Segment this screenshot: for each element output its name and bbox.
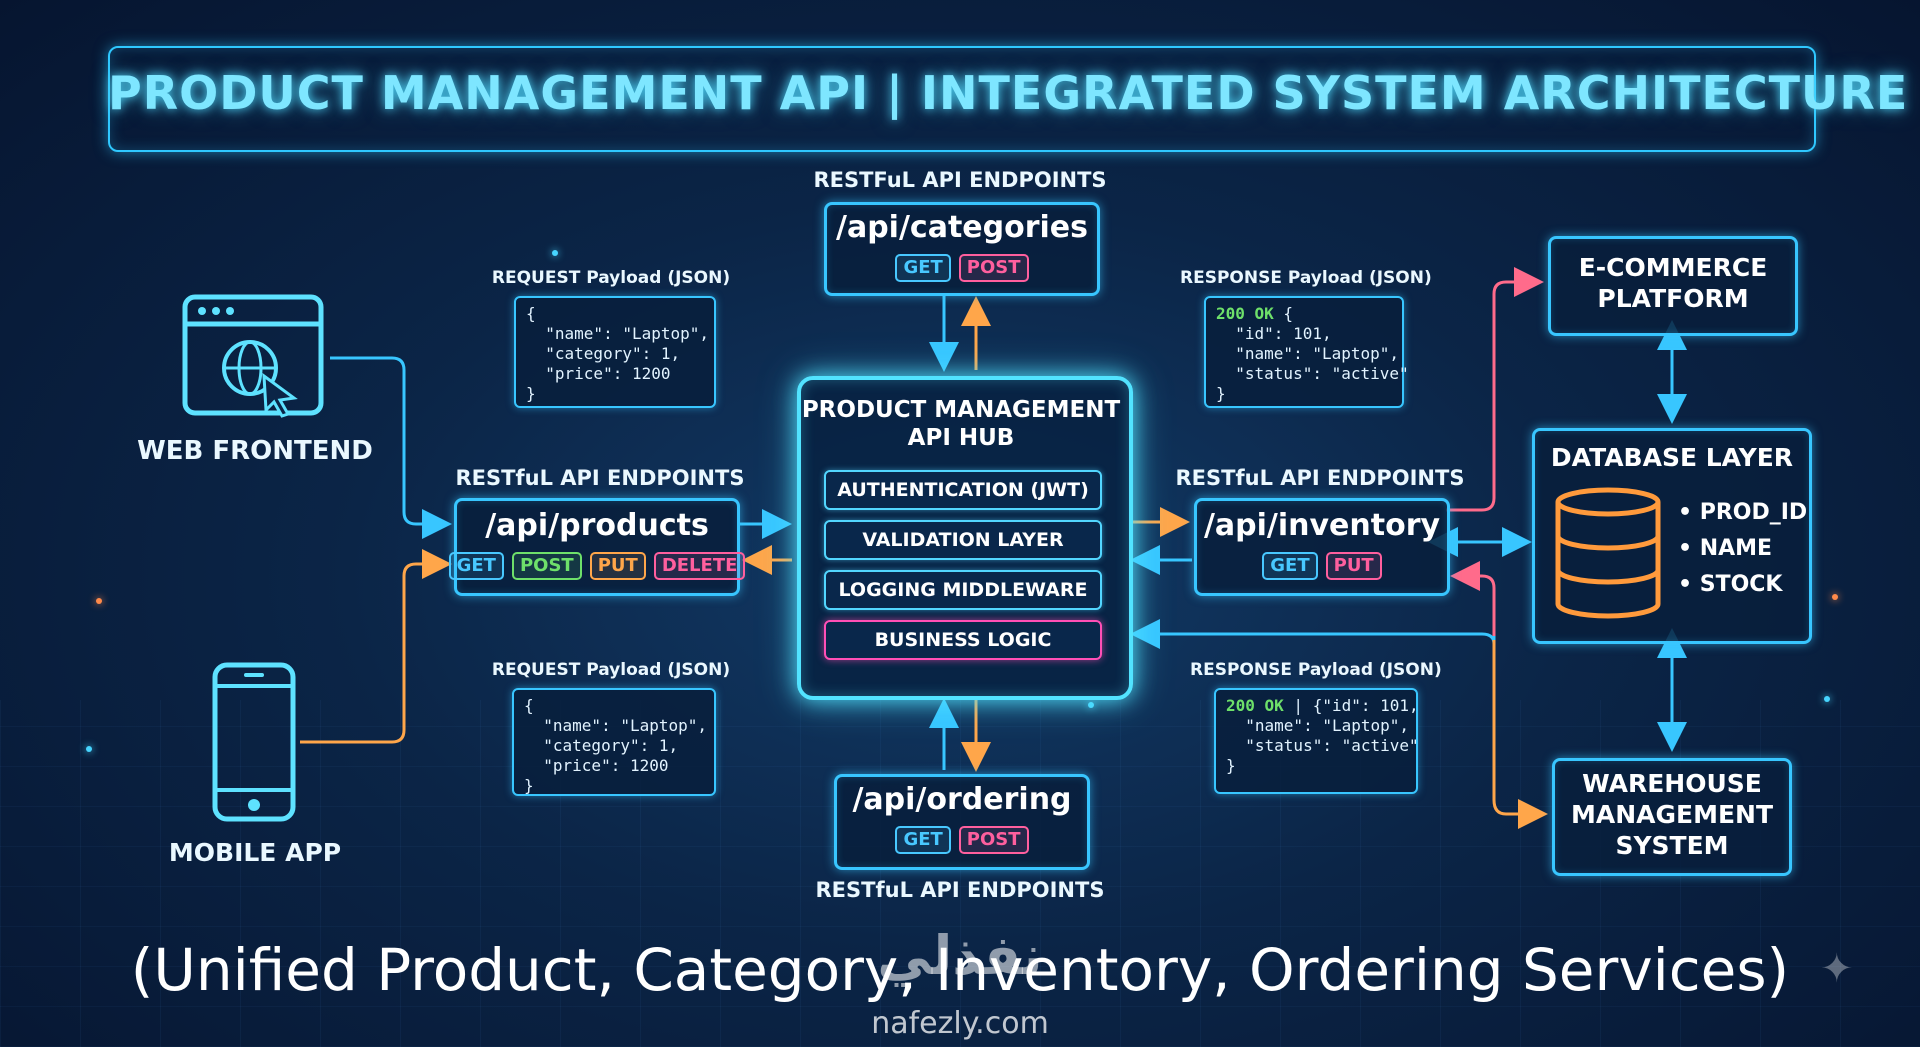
json-line: "status": "active" <box>1226 736 1419 755</box>
json-line: "name": "Laptop", <box>524 716 708 735</box>
endpoint-path: /api/categories <box>836 210 1088 245</box>
request-payload-label: REQUEST Payload (JSON) <box>491 268 731 288</box>
method-badges: GET POST <box>834 826 1090 854</box>
endpoint-ordering[interactable] <box>834 774 1090 870</box>
db-field: • PROD_ID <box>1678 500 1808 525</box>
db-field: • NAME <box>1678 536 1773 561</box>
glow-particle <box>1088 702 1094 708</box>
endpoints-heading: RESTfuL API ENDPOINTS <box>1175 466 1465 490</box>
endpoint-path: /api/products <box>485 508 709 543</box>
response-payload-label: RESPONSE Payload (JSON) <box>1190 660 1442 680</box>
hub-title: PRODUCT MANAGEMENT API HUB <box>801 397 1121 451</box>
glow-particle <box>86 746 92 752</box>
method-get[interactable]: GET <box>1262 552 1318 580</box>
json-line: "category": 1, <box>524 736 679 755</box>
response-payload-box: 200 OK | {"id": 101, "name": "Laptop", "… <box>1214 688 1419 794</box>
request-payload-box: { "name": "Laptop", "category": 1, "pric… <box>512 688 716 796</box>
json-line: "name": "Laptop", <box>526 324 710 343</box>
module-logging[interactable]: LOGGING MIDDLEWARE <box>824 570 1102 610</box>
status-ok: 200 OK <box>1216 304 1274 323</box>
ecommerce-title: E-COMMERCE PLATFORM <box>1578 253 1768 313</box>
module-business-logic[interactable]: BUSINESS LOGIC <box>824 620 1102 660</box>
method-badges: GET POST PUT DELETE <box>448 552 746 580</box>
json-line: "id": 101, <box>1216 324 1332 343</box>
json-line: 200 OK { <box>1216 304 1392 324</box>
method-delete[interactable]: DELETE <box>653 552 746 580</box>
endpoints-heading: RESTfuL API ENDPOINTS <box>455 466 745 490</box>
endpoint-path: /api/ordering <box>852 782 1072 817</box>
method-get[interactable]: GET <box>448 552 504 580</box>
warehouse-system[interactable] <box>1552 758 1792 876</box>
json-line: } <box>1216 384 1226 403</box>
watermark-arabic: نفذلي <box>877 924 1043 987</box>
sparkle-icon: ✦ <box>1820 946 1854 992</box>
smartphone-icon <box>212 662 296 822</box>
request-payload-label: REQUEST Payload (JSON) <box>491 660 731 680</box>
browser-globe-cursor-icon <box>182 294 324 418</box>
ecommerce-platform[interactable] <box>1548 236 1798 336</box>
json-line: } <box>1226 756 1236 775</box>
method-post[interactable]: POST <box>511 552 582 580</box>
json-line: "status": "active" <box>1216 364 1409 383</box>
mobile-app-label: MOBILE APP <box>168 838 342 867</box>
title-frame <box>108 46 1816 152</box>
endpoint-inventory[interactable] <box>1194 498 1450 596</box>
json-line: "price": 1200 <box>526 364 671 383</box>
module-authentication[interactable]: AUTHENTICATION (JWT) <box>824 470 1102 510</box>
glow-particle <box>1832 594 1838 600</box>
json-line: "price": 1200 <box>524 756 669 775</box>
db-field: • STOCK <box>1678 572 1783 597</box>
web-frontend-label: WEB FRONTEND <box>137 436 373 466</box>
method-badges: GET POST <box>824 254 1100 282</box>
method-post[interactable]: POST <box>958 826 1029 854</box>
glow-particle <box>96 598 102 604</box>
database-cylinder-icon <box>1552 486 1664 622</box>
method-put[interactable]: PUT <box>1325 552 1382 580</box>
module-validation[interactable]: VALIDATION LAYER <box>824 520 1102 560</box>
endpoints-heading: RESTFuL API ENDPOINTS <box>813 168 1107 192</box>
response-payload-label: RESPONSE Payload (JSON) <box>1180 268 1432 288</box>
json-line: { <box>1273 304 1294 323</box>
json-line: "category": 1, <box>526 344 681 363</box>
page-title: PRODUCT MANAGEMENT API | INTEGRATED SYST… <box>108 66 1909 120</box>
warehouse-title: WAREHOUSE MANAGEMENT SYSTEM <box>1570 769 1774 860</box>
method-post[interactable]: POST <box>958 254 1029 282</box>
json-line: | {"id": 101, <box>1283 696 1419 715</box>
json-line: "name": "Laptop", <box>1226 716 1410 735</box>
status-ok: 200 OK <box>1226 696 1284 715</box>
method-put[interactable]: PUT <box>589 552 646 580</box>
json-line: } <box>524 776 534 795</box>
json-line: { <box>524 696 534 715</box>
method-badges: GET PUT <box>1194 552 1450 580</box>
database-layer[interactable] <box>1532 428 1812 644</box>
glow-particle <box>552 250 558 256</box>
method-get[interactable]: GET <box>895 826 951 854</box>
database-title: DATABASE LAYER <box>1550 443 1794 472</box>
json-line: } <box>526 384 536 403</box>
json-line: 200 OK | {"id": 101, <box>1226 696 1419 716</box>
method-get[interactable]: GET <box>895 254 951 282</box>
watermark-url: nafezly.com <box>871 1006 1049 1041</box>
json-line: "name": "Laptop", <box>1216 344 1400 363</box>
endpoints-heading: RESTfuL API ENDPOINTS <box>815 878 1105 902</box>
endpoint-path: /api/inventory <box>1203 508 1441 543</box>
subtitle: (Unified Product, Category, Inventory, O… <box>130 936 1790 1004</box>
response-payload-box: 200 OK { "id": 101, "name": "Laptop", "s… <box>1204 296 1409 408</box>
glow-particle <box>1824 696 1830 702</box>
json-line: { <box>526 304 536 323</box>
request-payload-box: { "name": "Laptop", "category": 1, "pric… <box>514 296 716 408</box>
